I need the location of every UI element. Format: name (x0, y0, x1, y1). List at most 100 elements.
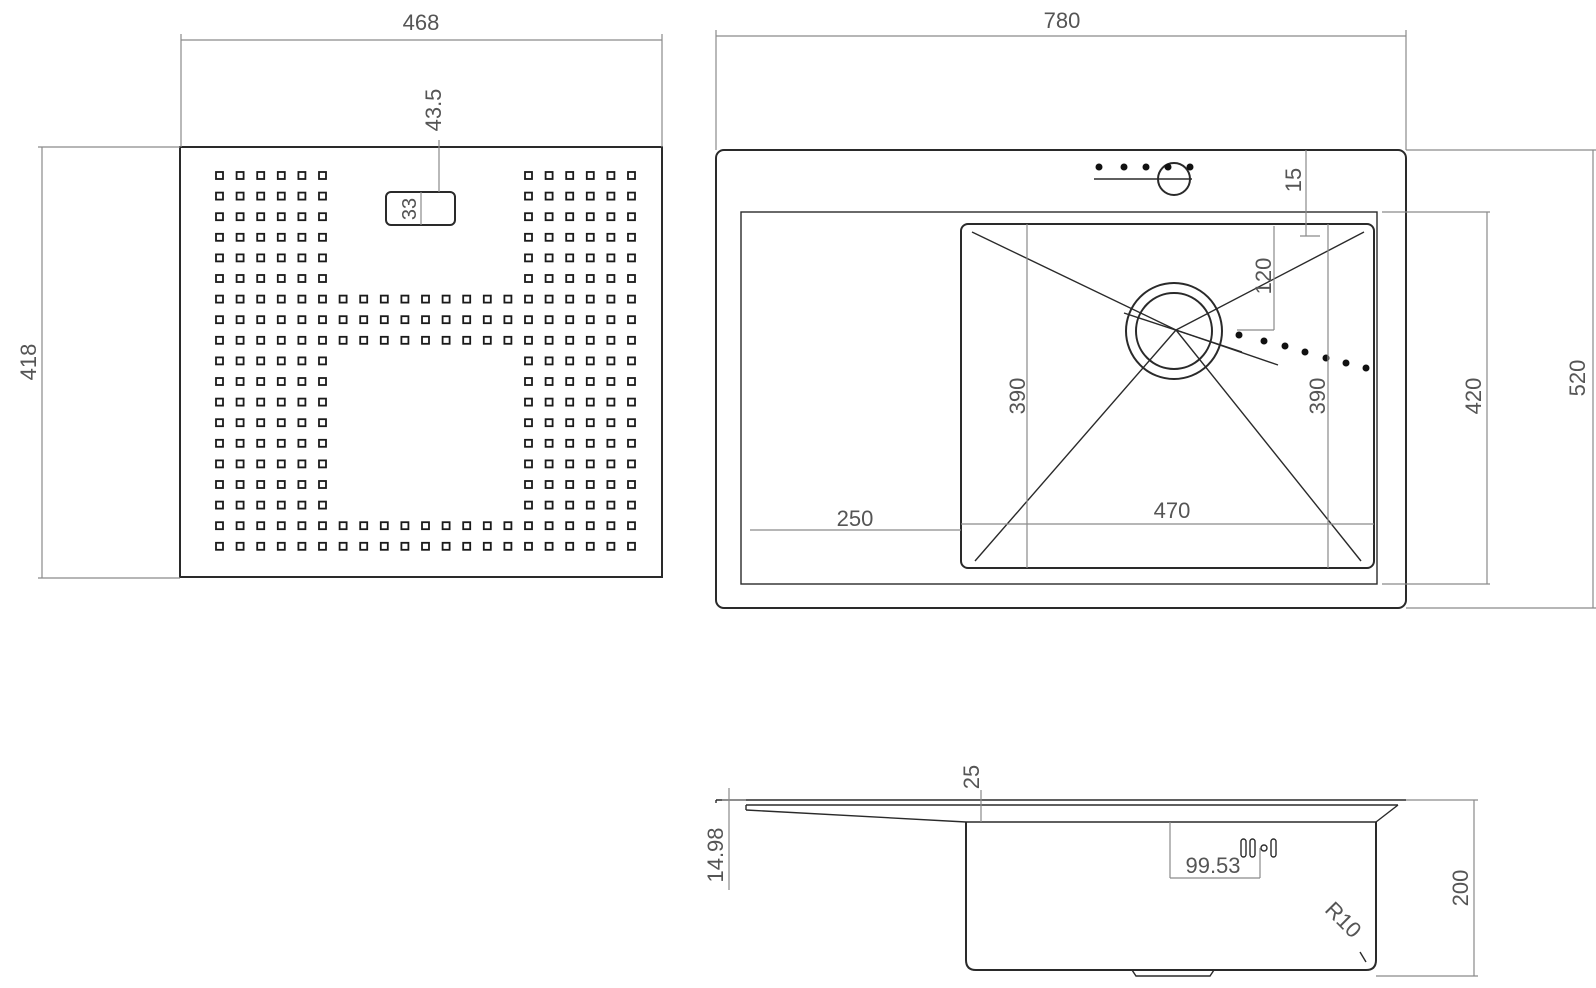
drain-inner-ring (1135, 292, 1213, 370)
board-width-label: 468 (403, 10, 440, 35)
sink-height-label: 520 (1565, 360, 1590, 397)
board-hole (256, 356, 266, 366)
board-hole (565, 253, 575, 263)
board-hole (503, 335, 513, 345)
board-hole (627, 232, 636, 242)
board-hole (235, 418, 245, 428)
board-hole (565, 397, 575, 407)
board-hole (215, 191, 224, 201)
board-hole (627, 397, 636, 407)
board-hole (544, 253, 554, 263)
board-hole-pattern (215, 171, 636, 551)
board-hole (544, 459, 554, 469)
board-hole (585, 335, 595, 345)
board-hole (503, 521, 513, 531)
board-hole (606, 541, 616, 551)
board-hole (256, 253, 266, 263)
board-hole (215, 294, 224, 304)
board-hole (256, 171, 266, 180)
board-hole (215, 335, 224, 345)
board-hole (585, 397, 595, 407)
board-hole (400, 294, 410, 304)
board-hole (565, 212, 575, 222)
board-hole (606, 315, 616, 325)
board-hole (297, 315, 307, 325)
rim-label: 15 (1281, 168, 1306, 192)
board-hole (215, 480, 224, 489)
board-hole (627, 315, 636, 325)
board-hole (565, 335, 575, 345)
board-hole (524, 377, 533, 386)
board-hole (524, 418, 533, 428)
board-hole (318, 541, 327, 551)
overflow-dots (1235, 331, 1370, 372)
board-hole (627, 521, 636, 531)
board-hole (565, 315, 575, 325)
board-hole (276, 418, 286, 428)
board-hole (338, 335, 348, 345)
board-hole (276, 335, 286, 345)
board-hole (235, 335, 245, 345)
board-hole (565, 377, 575, 386)
board-hole (524, 459, 533, 469)
board-hole (544, 274, 554, 283)
board-hole (565, 274, 575, 283)
board-hole (235, 521, 245, 531)
slot-height-label: 33 (399, 198, 421, 220)
board-hole (297, 480, 307, 489)
board-hole (544, 521, 554, 531)
board-hole (235, 377, 245, 386)
board-hole (585, 480, 595, 489)
board-hole (359, 335, 369, 345)
board-hole (606, 500, 616, 510)
board-hole (544, 315, 554, 325)
overflow-slots (1240, 838, 1277, 858)
board-hole (627, 274, 636, 283)
board-hole (524, 397, 533, 407)
board-hole (565, 459, 575, 469)
board-hole (338, 541, 348, 551)
board-hole (297, 212, 307, 222)
board-hole (462, 294, 472, 304)
sink-outer-outline (715, 149, 1407, 609)
board-hole (215, 418, 224, 428)
board-hole (276, 521, 286, 531)
board-hole (297, 253, 307, 263)
board-hole (215, 171, 224, 180)
board-hole (318, 274, 327, 283)
board-hole (318, 294, 327, 304)
board-hole (297, 541, 307, 551)
board-hole (421, 541, 430, 551)
board-hole (215, 253, 224, 263)
board-hole (503, 541, 513, 551)
board-hole (565, 356, 575, 366)
board-hole (215, 459, 224, 469)
board-hole (215, 377, 224, 386)
board-hole (524, 212, 533, 222)
drain-outer-ring (1125, 282, 1223, 380)
board-hole (606, 274, 616, 283)
board-hole (524, 541, 533, 551)
board-outline (179, 146, 663, 578)
board-hole (606, 212, 616, 222)
board-hole (297, 418, 307, 428)
board-hole (235, 315, 245, 325)
board-hole (338, 315, 348, 325)
board-hole (544, 335, 554, 345)
board-hole (544, 171, 554, 180)
board-hole (627, 500, 636, 510)
board-height-label: 418 (16, 344, 41, 381)
board-hole (627, 459, 636, 469)
board-hole (276, 171, 286, 180)
board-hole (627, 253, 636, 263)
board-hole (235, 397, 245, 407)
board-hole (565, 500, 575, 510)
board-hole (441, 521, 451, 531)
board-hole (565, 541, 575, 551)
board-hole (524, 356, 533, 366)
board-hole (544, 294, 554, 304)
board-hole (606, 253, 616, 263)
board-hole (318, 377, 327, 386)
board-hole (297, 191, 307, 201)
board-hole (276, 480, 286, 489)
